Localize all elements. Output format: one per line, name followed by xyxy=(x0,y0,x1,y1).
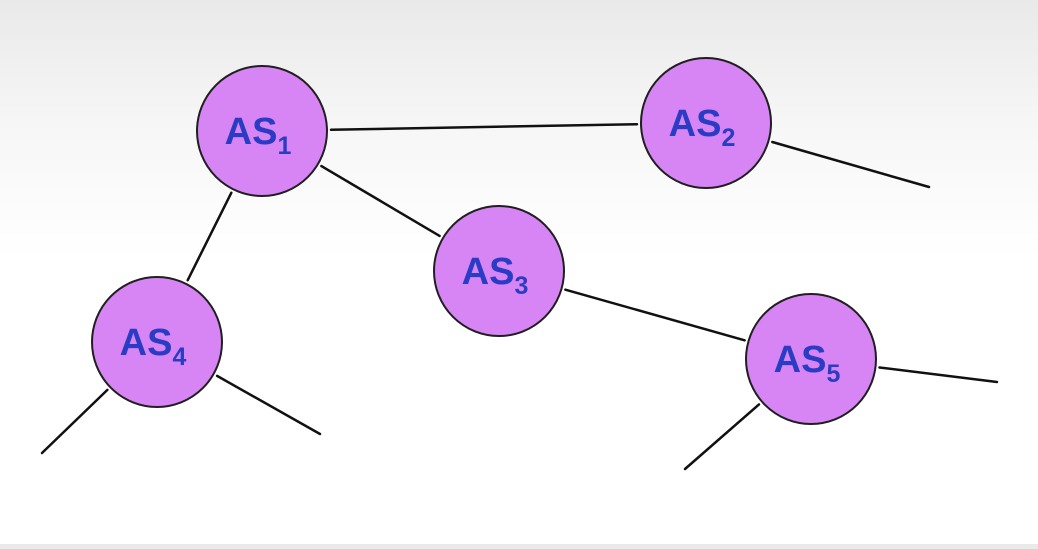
link-as1-as3 xyxy=(320,164,441,238)
node-label-prefix: AS xyxy=(225,111,278,153)
node-circle-as3 xyxy=(433,205,565,337)
node-circle-as1 xyxy=(196,65,328,197)
external-link-as4-down-left xyxy=(40,388,109,455)
node-circle-as2 xyxy=(640,57,772,189)
external-link-as2-right xyxy=(771,140,931,189)
node-label-subscript: 3 xyxy=(514,272,528,300)
node-as3: AS3 xyxy=(433,205,565,337)
node-label-prefix: AS xyxy=(774,339,827,381)
node-label-subscript: 4 xyxy=(172,343,186,371)
link-as3-as5 xyxy=(564,288,746,342)
node-label-prefix: AS xyxy=(462,251,515,293)
node-as1: AS1 xyxy=(196,65,328,197)
node-label-prefix: AS xyxy=(669,103,722,145)
node-circle-as5 xyxy=(745,293,877,425)
node-label-subscript: 5 xyxy=(826,360,840,388)
node-as4: AS4 xyxy=(91,276,223,408)
link-as1-as2 xyxy=(329,122,639,132)
node-label-as5: AS5 xyxy=(774,339,841,388)
node-label-as3: AS3 xyxy=(462,251,529,300)
node-circle-as4 xyxy=(91,276,223,408)
external-link-as5-down-left xyxy=(683,403,761,471)
external-link-as5-right xyxy=(878,366,999,384)
node-label-as1: AS1 xyxy=(225,111,292,160)
node-as5: AS5 xyxy=(745,293,877,425)
external-link-as4-down-right xyxy=(215,374,322,436)
node-label-subscript: 1 xyxy=(277,132,291,160)
link-as1-as4 xyxy=(186,191,233,282)
node-label-prefix: AS xyxy=(120,322,173,364)
edges-layer xyxy=(40,122,999,471)
node-label-subscript: 2 xyxy=(721,124,735,152)
node-label-as2: AS2 xyxy=(669,103,736,152)
node-as2: AS2 xyxy=(640,57,772,189)
node-label-as4: AS4 xyxy=(120,322,187,371)
